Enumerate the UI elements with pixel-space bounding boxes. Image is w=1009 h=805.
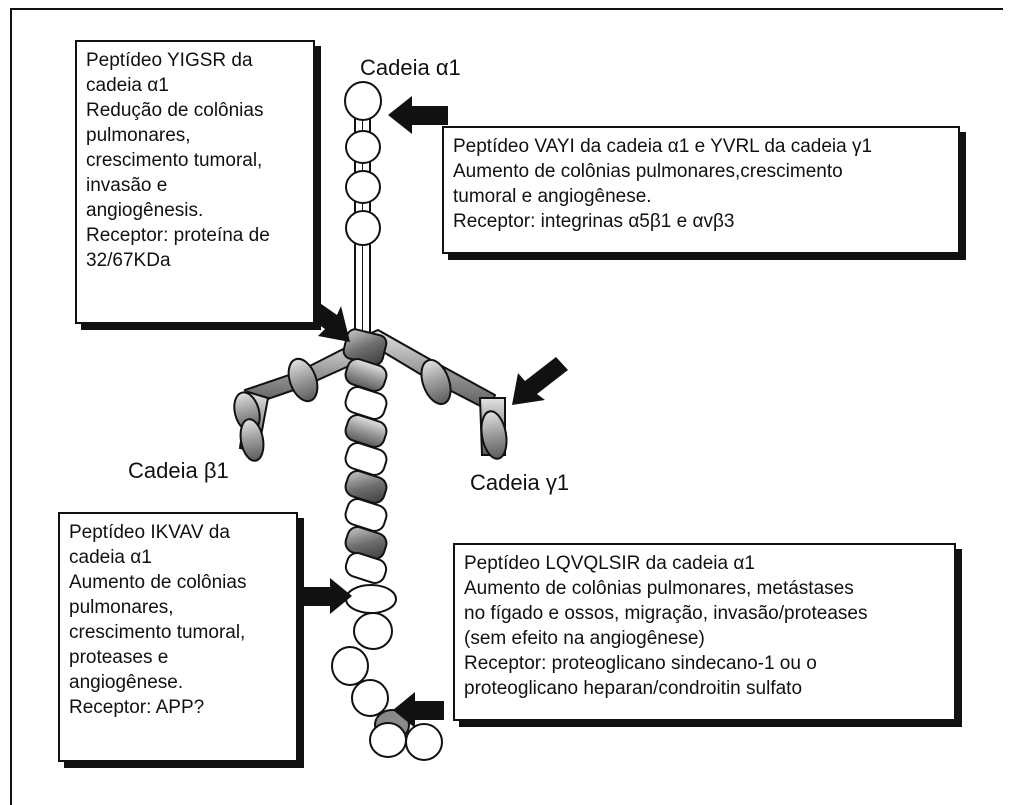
box-line: Peptídeo IKVAV da — [69, 520, 288, 545]
box-line: no fígado e ossos, migração, invasão/pro… — [464, 601, 946, 626]
box-line: angiogênesis. — [86, 198, 305, 223]
box-line: Receptor: proteína de — [86, 223, 305, 248]
box-line: Receptor: integrinas α5β1 e αvβ3 — [453, 209, 950, 234]
label-alpha1-chain: Cadeia α1 — [360, 55, 461, 81]
label-beta1-chain: Cadeia β1 — [128, 458, 229, 484]
alpha1-g-domain — [332, 585, 442, 760]
box-line: crescimento tumoral, — [69, 620, 288, 645]
box-line: 32/67KDa — [86, 248, 305, 273]
arrow-gamma1 — [512, 357, 568, 405]
box-line: cadeia α1 — [86, 73, 305, 98]
box-line: cadeia α1 — [69, 545, 288, 570]
box-line: (sem efeito na angiogênese) — [464, 626, 946, 651]
box-line: Peptídeo VAYI da cadeia α1 e YVRL da cad… — [453, 134, 950, 159]
label-gamma1-chain: Cadeia γ1 — [470, 470, 569, 496]
box-line: Receptor: APP? — [69, 695, 288, 720]
box-line: crescimento tumoral, — [86, 148, 305, 173]
box-line: Peptídeo YIGSR da — [86, 48, 305, 73]
box-line: Peptídeo LQVQLSIR da cadeia α1 — [464, 551, 946, 576]
yigsr-peptide-box: Peptídeo YIGSR da cadeia α1 Redução de c… — [75, 40, 315, 324]
box-line: Receptor: proteoglicano sindecano-1 ou o — [464, 651, 946, 676]
box-line: proteases e — [69, 645, 288, 670]
box-line: pulmonares, — [69, 595, 288, 620]
box-line: Redução de colônias — [86, 98, 305, 123]
ikvav-peptide-box: Peptídeo IKVAV da cadeia α1 Aumento de c… — [58, 512, 298, 762]
box-line: angiogênese. — [69, 670, 288, 695]
box-line: invasão e — [86, 173, 305, 198]
arrow-vayi — [388, 96, 448, 134]
box-line: Aumento de colônias — [69, 570, 288, 595]
lqvqlsir-peptide-box: Peptídeo LQVQLSIR da cadeia α1 Aumento d… — [453, 543, 956, 721]
box-line: pulmonares, — [86, 123, 305, 148]
arrow-ikvav — [300, 578, 352, 614]
alpha1-short-arm — [345, 82, 381, 337]
coiled-coil-long-arm — [342, 328, 389, 586]
box-line: Aumento de colônias pulmonares,crescimen… — [453, 159, 950, 184]
box-line: tumoral e angiogênese. — [453, 184, 950, 209]
box-line: proteoglicano heparan/condroitin sulfato — [464, 676, 946, 701]
vayi-peptide-box: Peptídeo VAYI da cadeia α1 e YVRL da cad… — [442, 126, 960, 254]
box-line: Aumento de colônias pulmonares, metástas… — [464, 576, 946, 601]
